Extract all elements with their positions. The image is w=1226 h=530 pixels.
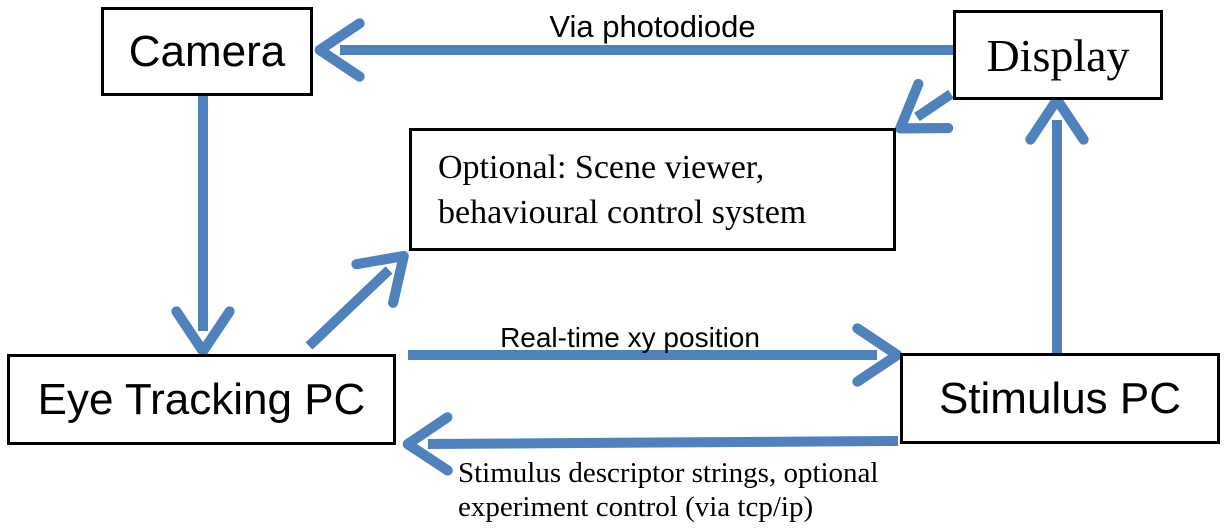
node-optional-system: Optional: Scene viewer, behavioural cont…: [409, 128, 896, 251]
edge-label-via-photodiode: Via photodiode: [549, 9, 756, 44]
node-eye-tracking-pc-label: Eye Tracking PC: [37, 374, 366, 424]
edge-label-stimulus-descriptor: Stimulus descriptor strings, optional ex…: [458, 456, 879, 524]
node-optional-label-line2: behavioural control system: [438, 193, 807, 231]
node-optional-label-line1: Optional: Scene viewer,: [438, 148, 765, 186]
node-display: Display: [953, 10, 1163, 100]
edge-label-realtime-xy-position: Real-time xy position: [500, 322, 760, 353]
node-stimulus-pc-label: Stimulus PC: [938, 373, 1182, 423]
arrow-display-to-optional: [895, 78, 954, 134]
node-camera-label: Camera: [128, 26, 286, 76]
arrow-eye-tracking-pc-to-optional: [305, 250, 409, 350]
node-display-label: Display: [986, 29, 1130, 81]
edge-label-stimulus-descriptor-line1: Stimulus descriptor strings, optional: [458, 457, 879, 489]
node-eye-tracking-pc: Eye Tracking PC: [7, 354, 396, 445]
node-camera: Camera: [101, 7, 313, 96]
node-stimulus-pc: Stimulus PC: [900, 353, 1220, 444]
arrow-stimulus-pc-to-eye-tracking-pc: [402, 412, 899, 476]
edge-label-stimulus-descriptor-line2: experiment control (via tcp/ip): [458, 491, 814, 523]
